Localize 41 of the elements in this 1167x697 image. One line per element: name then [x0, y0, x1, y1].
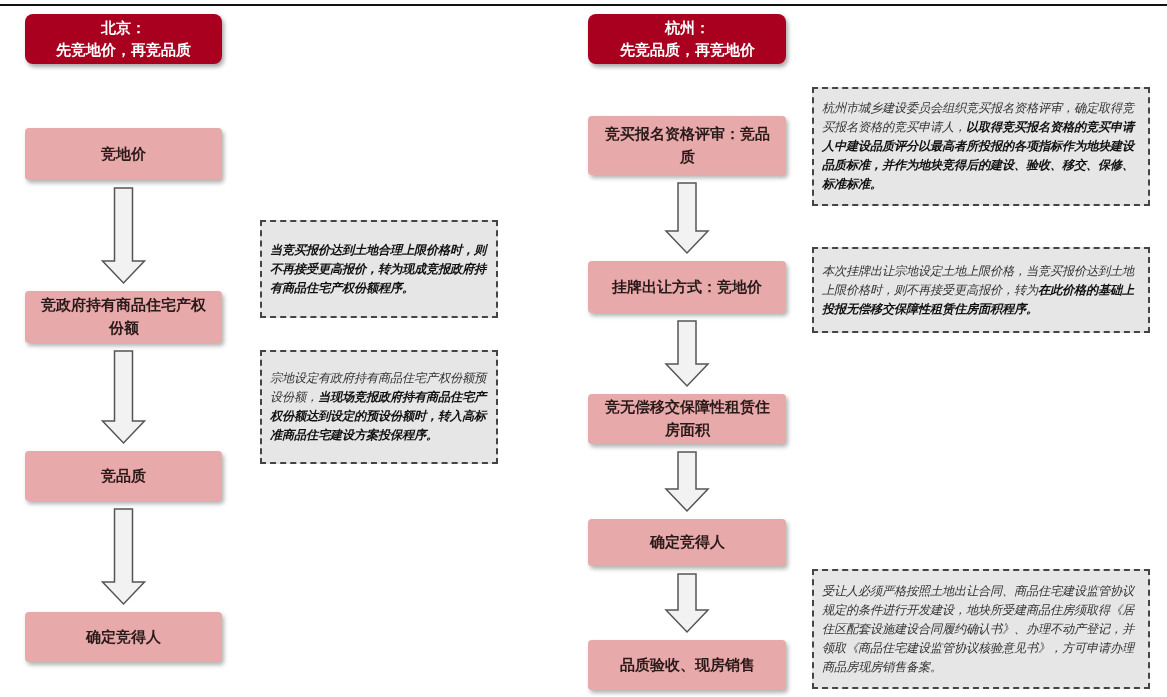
note-text: 本次挂牌出让宗地设定土地上限价格，当竞买报价达到土地上限价格时，则不再接受更高报价，转为在此价格的基础上投报无偿移交保障性租赁住房面积程序。: [822, 262, 1136, 318]
block-arrow: [100, 350, 147, 445]
step-text: 竞政府持有商品住宅产权份额: [40, 295, 207, 339]
note-box: [812, 87, 1150, 206]
process-box: [25, 451, 222, 501]
header-box: [588, 14, 786, 64]
process-box: [588, 640, 786, 690]
step-text: 竞品质: [101, 465, 146, 487]
block-arrow: [100, 187, 147, 285]
note-text: 受让人必须严格按照土地出让合同、商品住宅建设监管协议规定的条件进行开发建设，地块所受建商品住房须取得《居住区配套设施建设合同履约确认书》、办理不动产登记，并领取《商品住宅建设监管协议核验意见书》，方可申请办理商品房现房销售备案。: [822, 582, 1137, 676]
header-text: 先竞地价，再竞品质: [56, 40, 191, 61]
note-text: 当竞买报价达到土地合理上限价格时，则不再接受更高报价，转为现成竞报政府持有商品住宅产权份额程序。: [270, 241, 488, 297]
note-box: [812, 247, 1150, 333]
note-text: 宗地设定有政府持有商品住宅产权份额预设份额，当现场竞报政府持有商品住宅产权份额达到设定的预设份额时，转入高标准商品住宅建设方案投保程序。: [270, 370, 488, 444]
header-text: 杭州：: [664, 18, 710, 39]
process-box: [588, 394, 786, 444]
process-box: [588, 116, 786, 175]
block-arrow: [100, 508, 147, 606]
block-arrow: [664, 573, 710, 634]
header-text: 先竞品质，再竞地价: [619, 40, 755, 61]
block-arrow: [664, 320, 710, 388]
step-text: 确定竞得人: [86, 626, 161, 648]
step-text: 竞无偿移交保障性租赁住房面积: [603, 397, 771, 441]
process-box: [25, 128, 222, 180]
note-box: [812, 569, 1150, 689]
step-text: 确定竞得人: [649, 532, 725, 553]
process-box: [588, 519, 786, 566]
header-box: [25, 14, 222, 64]
note-text: 杭州市城乡建设委员会组织竞买报名资格评审，确定取得竞买报名资格的竞买申请人，以取得竞买报名资格的竞买申请人中建设品质评分以最高者所投报的各项指标作为地块建设品质标准，并作为地块竞得后的建设、验收、移交、保修、标准标准。: [822, 100, 1137, 193]
step-text: 竞地价: [101, 143, 146, 165]
block-arrow: [664, 182, 710, 255]
header-text: 北京：: [101, 18, 146, 39]
step-text: 挂牌出让方式：竞地价: [612, 276, 762, 298]
block-arrow: [664, 451, 710, 513]
step-text: 品质验收、现房销售: [619, 654, 755, 676]
note-box: [260, 220, 498, 318]
step-text: 竞买报名资格评审：竞品质: [603, 123, 771, 168]
note-box: [260, 350, 498, 464]
process-box: [25, 612, 222, 662]
process-box: [25, 291, 222, 343]
process-box: [588, 261, 786, 313]
